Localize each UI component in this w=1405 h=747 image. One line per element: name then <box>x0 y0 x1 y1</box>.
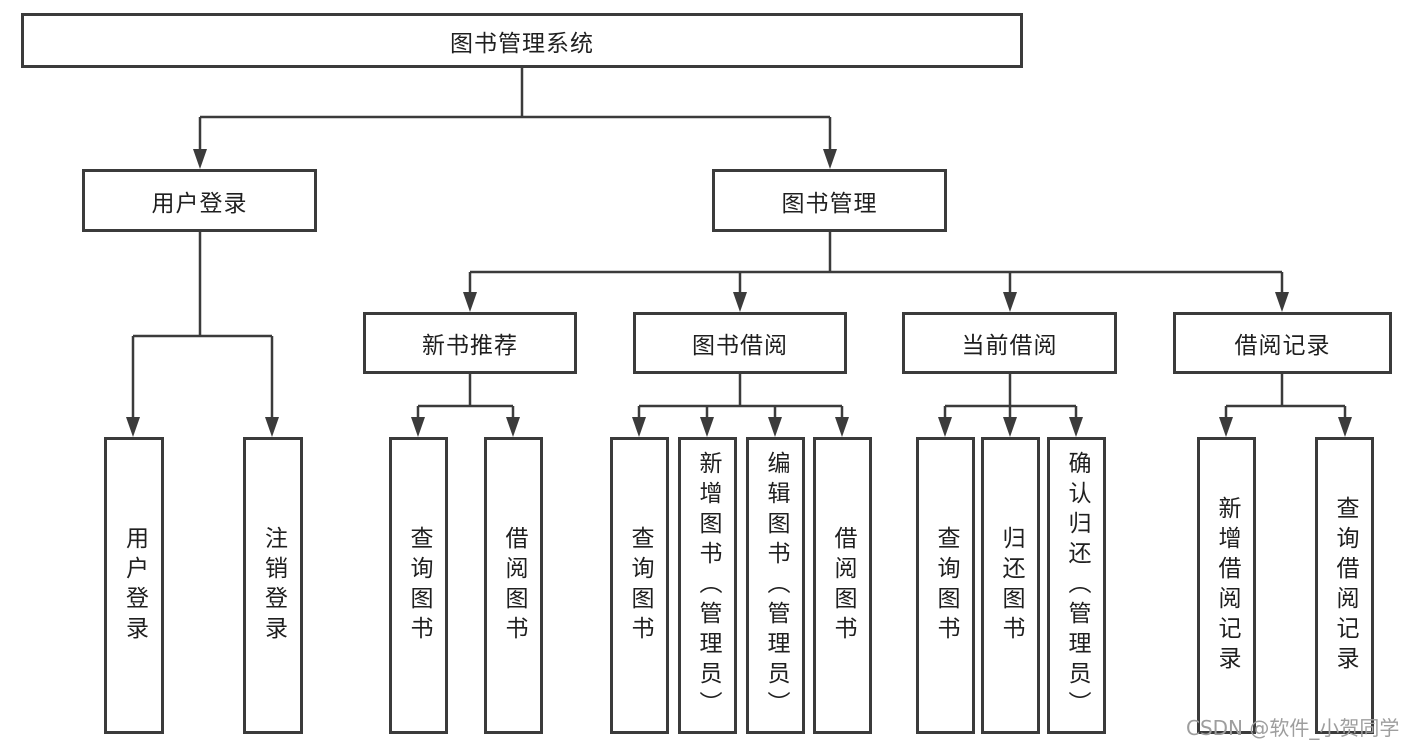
arrowhead-icon <box>1003 292 1017 312</box>
node-leaf-return-books-label: 归还图书 <box>998 525 1024 646</box>
connector-rails <box>131 68 1347 419</box>
arrowhead-icon <box>700 417 714 437</box>
node-leaf-add-borrow-record: 新增借阅记录 <box>1197 437 1256 734</box>
arrowhead-icon <box>823 149 837 169</box>
arrowhead-icon <box>835 417 849 437</box>
arrowhead-icon <box>265 417 279 437</box>
node-leaf-query-books-current-label: 查询图书 <box>933 525 959 646</box>
node-root-system: 图书管理系统 <box>21 13 1023 68</box>
arrowhead-icon <box>938 417 952 437</box>
node-book-borrowing: 图书借阅 <box>633 312 847 374</box>
node-leaf-confirm-return-admin-label: 确认归还（管理员） <box>1064 450 1090 721</box>
csdn-watermark: CSDN @软件_小贺同学 <box>1186 716 1400 740</box>
arrowhead-icon <box>1003 417 1017 437</box>
arrowhead-icon <box>632 417 646 437</box>
node-leaf-query-books-current: 查询图书 <box>916 437 975 734</box>
node-user-login-branch: 用户登录 <box>82 169 317 232</box>
node-leaf-add-borrow-record-label: 新增借阅记录 <box>1214 495 1240 676</box>
node-current-borrowing: 当前借阅 <box>902 312 1117 374</box>
node-leaf-add-books-admin-label: 新增图书（管理员） <box>695 450 721 721</box>
node-new-book-recommend: 新书推荐 <box>363 312 577 374</box>
node-leaf-user-login-label: 用户登录 <box>121 525 148 646</box>
node-leaf-logout-label: 注销登录 <box>260 525 287 646</box>
node-leaf-query-borrow-record: 查询借阅记录 <box>1315 437 1374 734</box>
node-leaf-borrow-books: 借阅图书 <box>813 437 872 734</box>
node-leaf-query-books-borrowing: 查询图书 <box>610 437 669 734</box>
node-book-management-branch: 图书管理 <box>712 169 947 232</box>
node-leaf-borrow-books-recommend: 借阅图书 <box>484 437 543 734</box>
node-leaf-borrow-books-recommend-label: 借阅图书 <box>501 525 527 646</box>
arrowhead-icon <box>1069 417 1083 437</box>
node-leaf-return-books: 归还图书 <box>981 437 1040 734</box>
arrowhead-icon <box>1219 417 1233 437</box>
node-leaf-logout: 注销登录 <box>243 437 303 734</box>
node-leaf-borrow-books-label: 借阅图书 <box>830 525 856 646</box>
arrowhead-icon <box>506 417 520 437</box>
node-leaf-edit-books-admin-label: 编辑图书（管理员） <box>763 450 789 721</box>
node-borrowing-records: 借阅记录 <box>1173 312 1392 374</box>
arrowhead-icon <box>733 292 747 312</box>
arrowhead-icon <box>411 417 425 437</box>
arrowhead-icon <box>768 417 782 437</box>
node-leaf-query-books-recommend: 查询图书 <box>389 437 448 734</box>
arrowhead-icon <box>193 149 207 169</box>
arrowhead-icon <box>1338 417 1352 437</box>
arrowhead-icon <box>463 292 477 312</box>
node-leaf-confirm-return-admin: 确认归还（管理员） <box>1047 437 1106 734</box>
node-leaf-query-books-recommend-label: 查询图书 <box>406 525 432 646</box>
node-leaf-query-books-borrowing-label: 查询图书 <box>627 525 653 646</box>
arrowhead-icon <box>126 417 140 437</box>
node-leaf-add-books-admin: 新增图书（管理员） <box>678 437 737 734</box>
node-leaf-query-borrow-record-label: 查询借阅记录 <box>1332 495 1358 676</box>
node-leaf-user-login: 用户登录 <box>104 437 164 734</box>
arrowhead-icon <box>1275 292 1289 312</box>
node-leaf-edit-books-admin: 编辑图书（管理员） <box>746 437 805 734</box>
